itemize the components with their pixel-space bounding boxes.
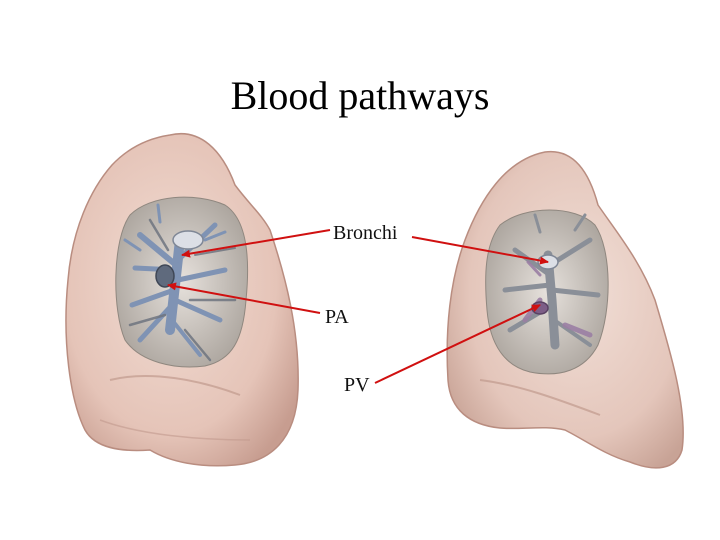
left-lung (65, 133, 299, 467)
label-bronchi: Bronchi (333, 222, 398, 244)
left-hilum (115, 196, 249, 368)
pointer-lines (167, 229, 549, 384)
pv-pointer (374, 304, 541, 384)
label-pv: PV (344, 374, 370, 396)
right-bronchial-tree (502, 213, 601, 350)
left-artery-opening (155, 264, 175, 288)
left-bronchus-opening (172, 230, 204, 250)
slide-title: Blood pathways (230, 73, 490, 118)
right-lung (446, 150, 684, 469)
label-pa: PA (325, 306, 349, 328)
pa-pointer (167, 282, 321, 314)
bronchi-pointer-left (181, 229, 331, 258)
bronchi-pointer-right (411, 236, 549, 265)
